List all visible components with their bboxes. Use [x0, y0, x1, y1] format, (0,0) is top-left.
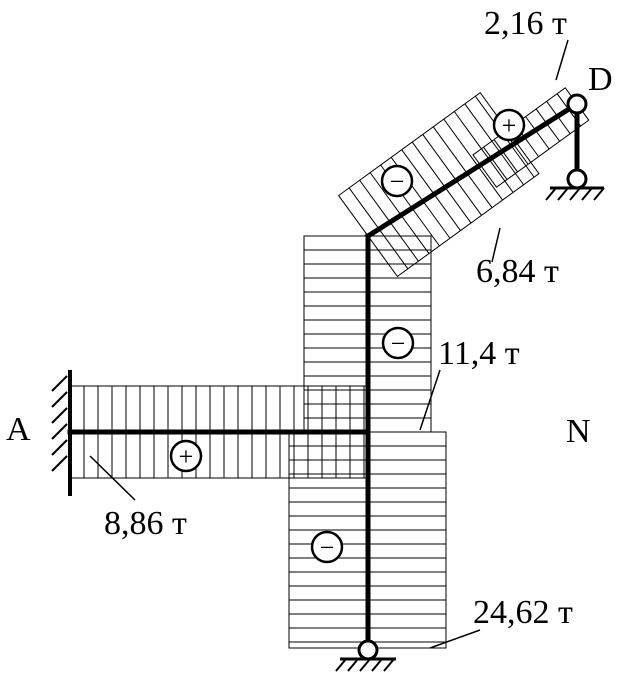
sign-incline-plus-text: + — [502, 111, 517, 140]
sign-beam-left-text: + — [179, 442, 194, 471]
hatch-line — [422, 134, 482, 216]
hatch-line — [432, 126, 493, 208]
hatch-line — [369, 172, 430, 254]
leader-column-upper — [419, 369, 441, 431]
sign-beam-left: + — [169, 439, 203, 473]
label-point-a: A — [6, 411, 31, 448]
leader-beam-left — [89, 455, 136, 501]
hatch-line — [464, 103, 525, 186]
hatch-line — [453, 111, 514, 193]
label-column-lower-value: 24,62 т — [473, 594, 573, 631]
leader-lines — [89, 39, 569, 649]
leader-d-top — [555, 39, 569, 81]
hatch-line — [411, 141, 472, 224]
hatch-line — [483, 146, 508, 180]
incline-member — [364, 100, 581, 240]
pin-support-bottom — [335, 639, 396, 672]
sign-incline-minus: − — [380, 164, 414, 198]
pin-support-d — [545, 168, 605, 201]
label-point-d: D — [588, 61, 613, 98]
label-column-upper-value: 11,4 т — [438, 335, 520, 372]
leader-incline-bottom — [491, 227, 501, 263]
leader-column-lower — [429, 629, 481, 649]
hatch-line — [525, 116, 550, 150]
sign-column-lower-text: − — [320, 533, 335, 562]
label-beam-left-value: 8,86 т — [104, 505, 187, 542]
sign-incline-plus: + — [492, 108, 526, 142]
frame-members — [67, 100, 581, 651]
sign-column-upper-text: − — [391, 329, 406, 358]
fixed-support-a — [51, 370, 72, 496]
label-incline-bottom-value: 6,84 т — [476, 253, 559, 290]
hatch-line — [493, 139, 518, 173]
hatch-line — [401, 149, 461, 231]
sign-column-lower: − — [310, 530, 344, 564]
label-point-n: N — [566, 413, 591, 450]
sign-incline-minus-text: − — [390, 167, 405, 196]
hinge-d — [566, 93, 588, 115]
sign-column-upper: − — [381, 326, 415, 360]
label-d-top-value: 2,16 т — [484, 5, 567, 42]
hatch-line — [443, 118, 503, 201]
